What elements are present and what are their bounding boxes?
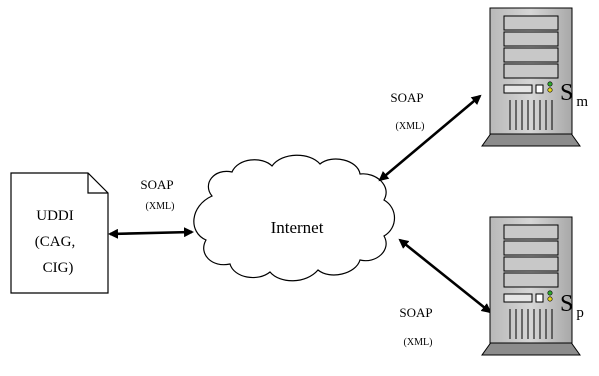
internet-cloud: Internet [193, 154, 396, 282]
server-sm-subscript: m [576, 94, 588, 110]
xml-label: (XML) [404, 337, 433, 348]
soap-label: SOAP [140, 177, 173, 192]
internet-sm-arrow [378, 94, 482, 182]
server-sm-letter: S [560, 80, 573, 106]
soap-link-sp: SOAP (XML) [399, 305, 432, 348]
uddi-cig-label: CIG) [43, 260, 74, 276]
soap-label: SOAP [399, 305, 432, 320]
svg-text:Sm: Sm [560, 80, 588, 110]
soap-link-uddi: SOAP (XML) [140, 177, 174, 212]
server-sp-subscript: p [576, 305, 584, 321]
uddi-internet-arrow [108, 227, 194, 239]
server-tower-icon [481, 7, 581, 147]
soap-label: SOAP [390, 90, 423, 105]
xml-label: (XML) [146, 201, 175, 212]
xml-label: (XML) [396, 121, 425, 132]
server-sp-letter: S [560, 291, 573, 317]
uddi-cag-label: (CAG, [35, 234, 75, 250]
svg-text:Sp: Sp [560, 291, 584, 321]
soap-link-sm: SOAP (XML) [390, 90, 424, 132]
uddi-document: UDDI (CAG, CIG) [10, 172, 109, 294]
uddi-label: UDDI [36, 208, 74, 224]
internet-sp-arrow [398, 238, 492, 314]
internet-label: Internet [271, 218, 324, 237]
server-tower-icon [481, 216, 581, 356]
